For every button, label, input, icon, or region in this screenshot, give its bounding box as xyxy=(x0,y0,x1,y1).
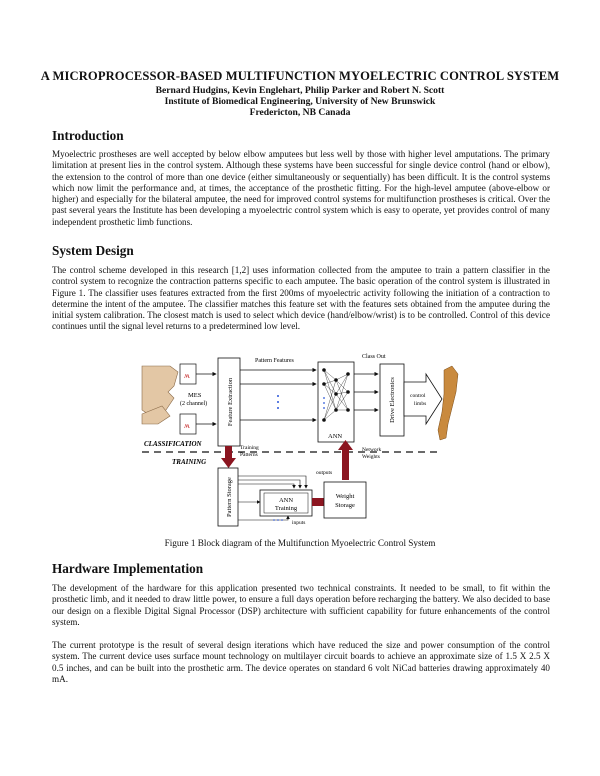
figure-1-caption: Figure 1 Block diagram of the Multifunct… xyxy=(164,538,436,548)
ann-network-graph xyxy=(323,369,349,421)
training-patterns-arrow xyxy=(221,458,236,468)
weight-storage-label-2: Storage xyxy=(335,502,355,509)
prosthetic-limb-illustration xyxy=(437,365,459,441)
classification-label: CLASSIFICATION xyxy=(144,440,203,448)
location: Fredericton, NB Canada xyxy=(249,107,351,118)
ann-training-label-2: Training xyxy=(275,505,298,512)
section-heading-system-design: System Design xyxy=(52,243,134,258)
pattern-features-label: Pattern Features xyxy=(255,358,294,364)
section-heading-hardware: Hardware Implementation xyxy=(52,561,204,576)
drive-electronics-label: Drive Electronics xyxy=(389,377,396,423)
hardware-paragraph-1: The development of the hardware for this… xyxy=(52,583,550,627)
ann-training-label-1: ANN xyxy=(279,497,293,504)
mes-label: MES xyxy=(188,392,202,399)
amputee-illustration xyxy=(141,365,179,425)
mes-channels-label: (2 channel) xyxy=(180,400,207,407)
control-label: control xyxy=(410,393,426,399)
system-design-paragraph: The control scheme developed in this res… xyxy=(52,265,550,332)
network-weights-label-1: Network xyxy=(362,447,381,453)
output-arrow xyxy=(403,372,443,426)
training-patterns-label-1: Training xyxy=(240,445,259,451)
author-list: Bernard Hudgins, Kevin Englehart, Philip… xyxy=(155,85,445,96)
pattern-storage-block xyxy=(217,467,239,527)
ann-label: ANN xyxy=(328,433,342,440)
section-heading-introduction: Introduction xyxy=(52,128,124,143)
introduction-paragraph: Myoelectric prostheses are well accepted… xyxy=(52,149,550,227)
limbs-label: limbs xyxy=(414,401,426,407)
ann-training-block xyxy=(259,489,313,517)
inputs-label: inputs xyxy=(292,520,305,526)
outputs-label: outputs xyxy=(316,470,332,476)
pattern-storage-label: Pattern Storage xyxy=(226,477,233,517)
weight-storage-label-1: Weight xyxy=(336,493,355,500)
network-weights-label-2: Weights xyxy=(362,454,380,460)
class-out-label: Class Out xyxy=(362,354,386,360)
svg-text:ʍ: ʍ xyxy=(184,371,190,380)
training-label: TRAINING xyxy=(172,458,206,466)
paper-title: A MICROPROCESSOR-BASED MULTIFUNCTION MYO… xyxy=(40,69,560,83)
network-weights-arrow xyxy=(338,440,353,450)
svg-text:ʍ: ʍ xyxy=(184,421,190,430)
hardware-paragraph-2: The current prototype is the result of s… xyxy=(52,640,550,684)
figure-1-block-diagram: ʍ ʍ MES (2 channel) Feature Extraction P… xyxy=(141,354,459,527)
feature-extraction-label: Feature Extraction xyxy=(227,377,234,426)
affiliation: Institute of Biomedical Engineering, Uni… xyxy=(164,96,436,107)
weight-storage-block xyxy=(323,481,367,519)
training-patterns-label-2: Patterns xyxy=(240,452,258,458)
drive-electronics-block xyxy=(379,363,405,437)
